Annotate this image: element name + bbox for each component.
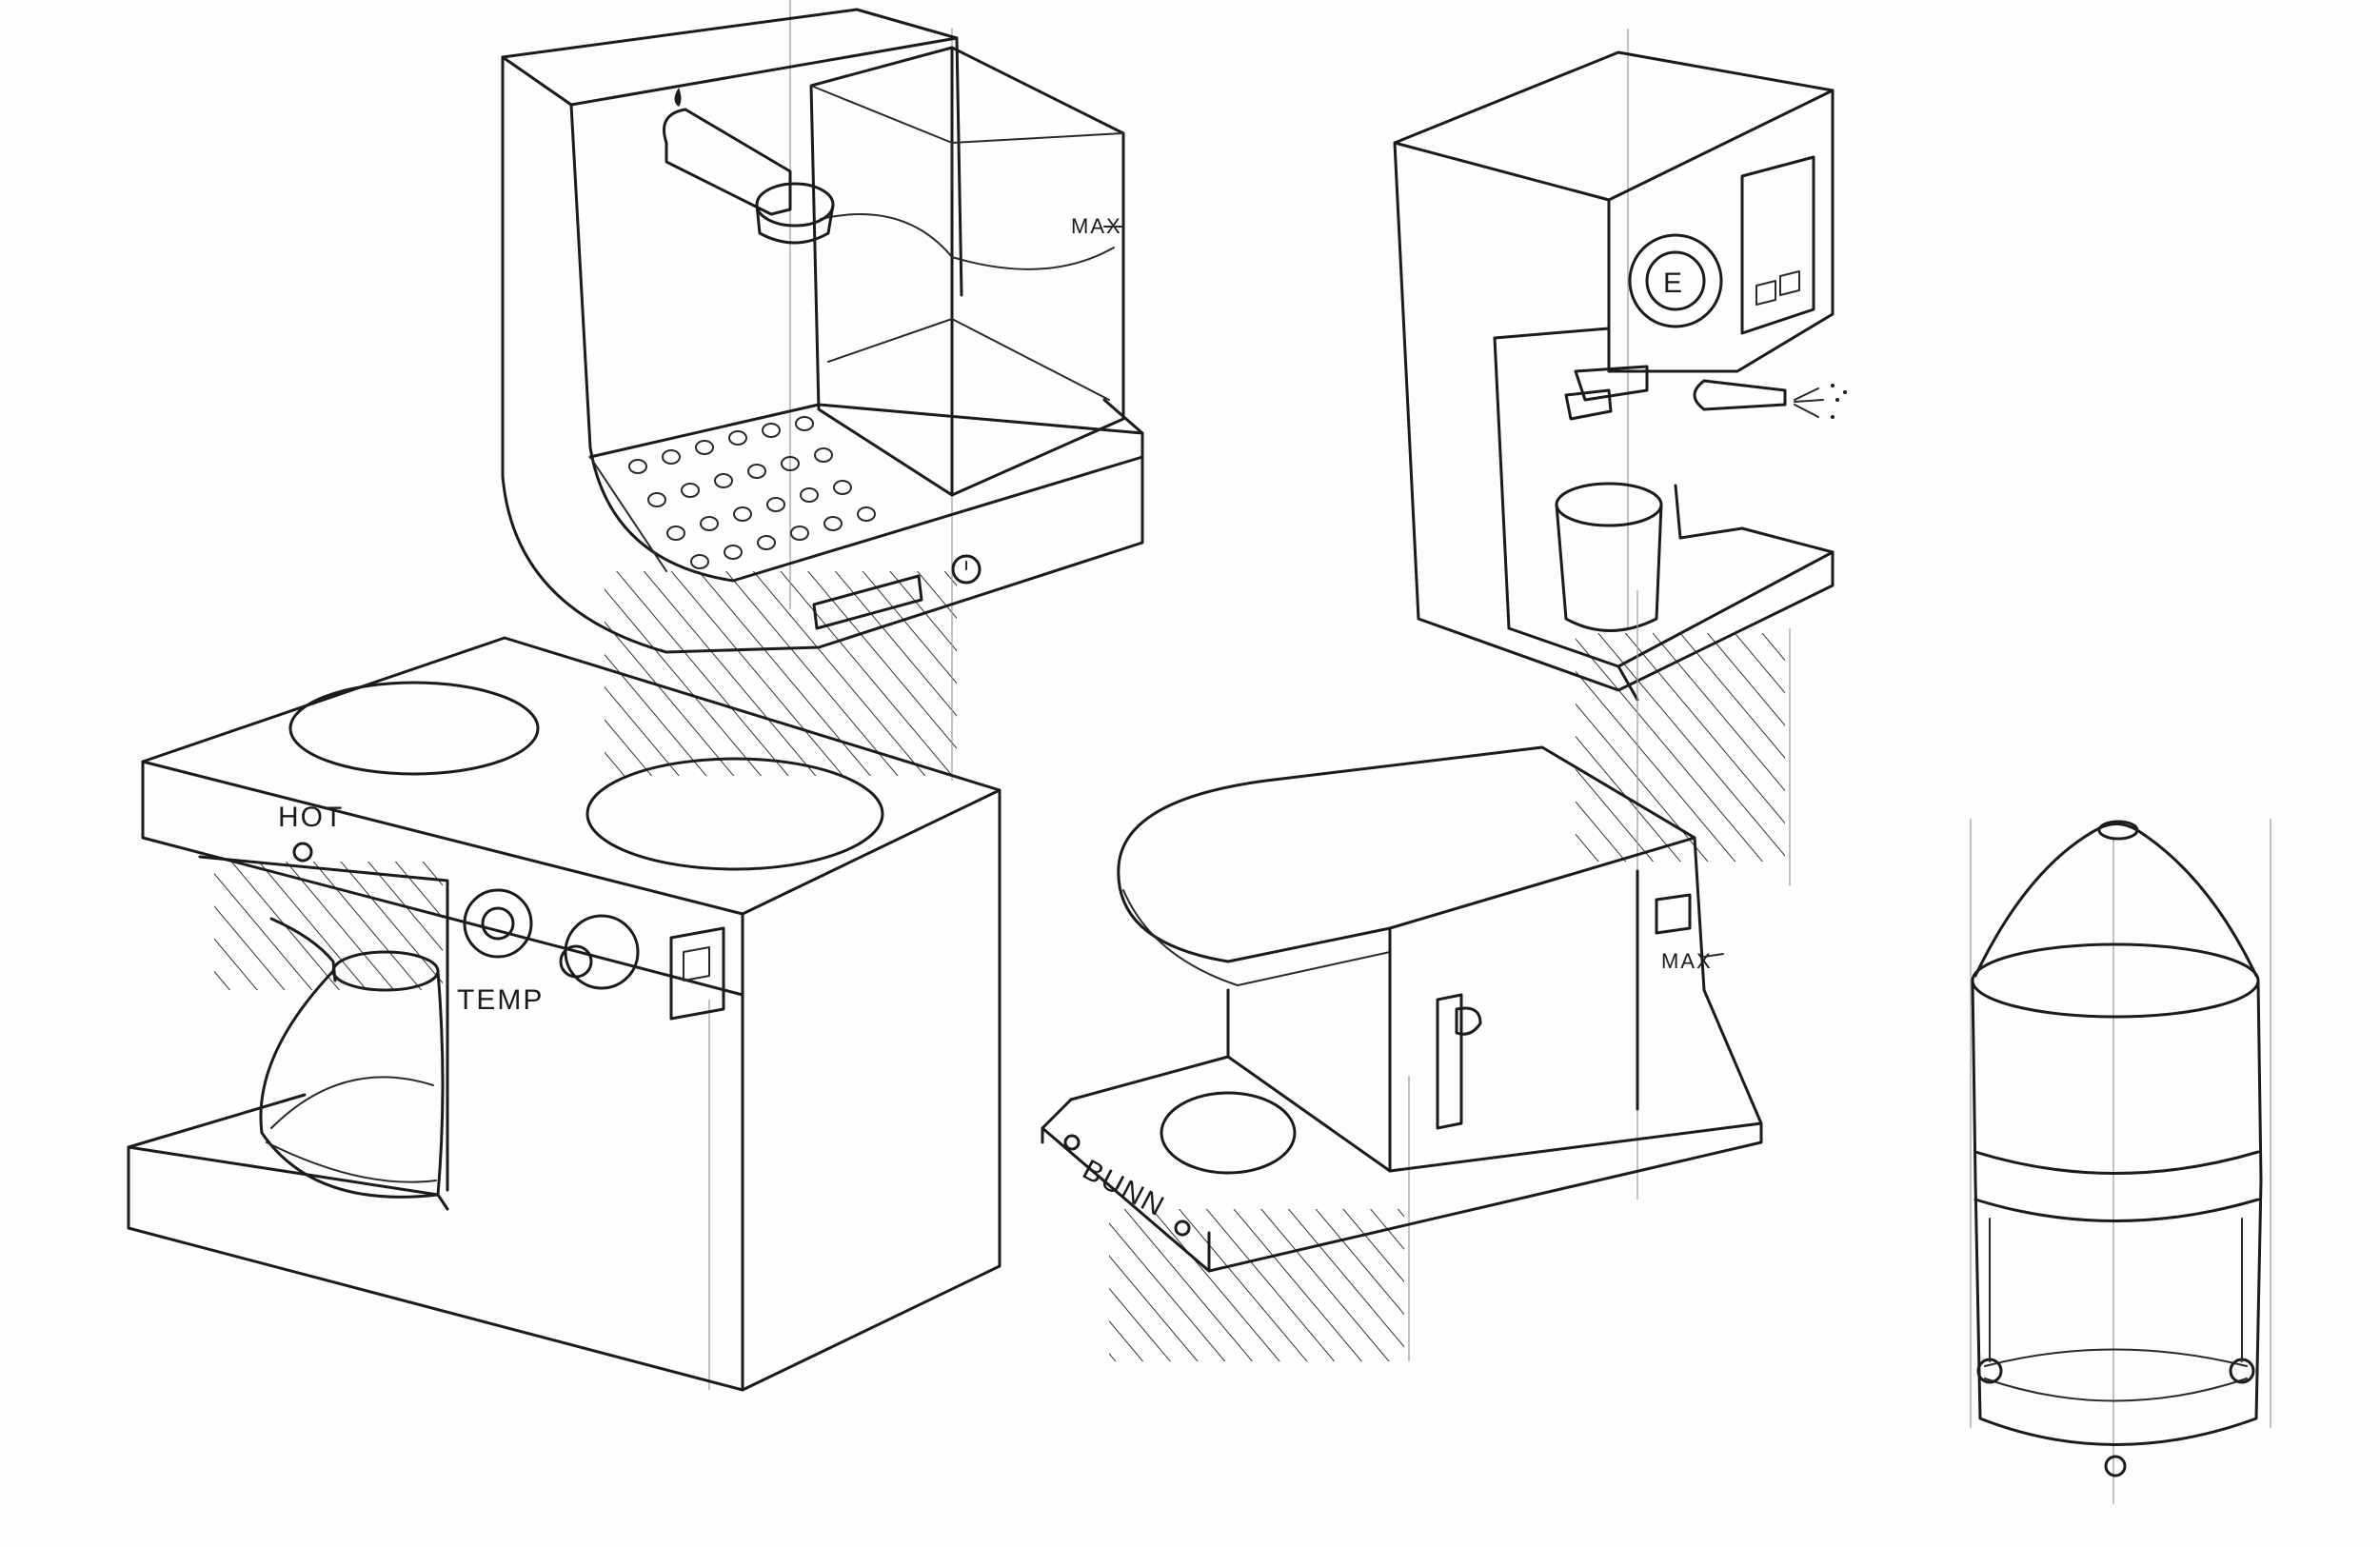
carafe-top-cap (2097, 820, 2139, 841)
pod-cup (1555, 482, 1663, 527)
bunn-sight-gauge (1436, 993, 1463, 1130)
espresso-top (501, 8, 959, 107)
bunn-max-label: MAX (1661, 949, 1713, 973)
hot-indicator-light (292, 842, 313, 863)
pod-shadow (1576, 633, 1785, 862)
bunn-warmer-plate (1160, 1091, 1297, 1175)
carafe (259, 917, 445, 1199)
espresso-power-button[interactable] (951, 554, 982, 585)
brewer-power-switch[interactable] (669, 926, 725, 1021)
drip-tray-grid (628, 416, 876, 569)
bullet-carafe (1970, 819, 2271, 1504)
bunn-screw-left (1063, 1134, 1081, 1151)
carafe-lid-rim (1971, 942, 2260, 1019)
brew-head (755, 182, 835, 228)
pod-dial-symbol: E (1663, 268, 1684, 299)
bunn-screw-right (1174, 1220, 1191, 1237)
water-drop-icon (674, 88, 682, 107)
warmer-plate-2 (585, 757, 884, 871)
espresso-slot (812, 574, 923, 630)
espresso-machine: MAX (501, 0, 1144, 781)
brewer-shadow (214, 862, 443, 990)
pod-dial[interactable] (1628, 233, 1723, 328)
espresso-shadow (605, 571, 957, 776)
twin-warmer-brewer: HOT TEMP (127, 636, 1002, 1392)
pod-display (1740, 155, 1815, 335)
bunn-hood (1117, 745, 1696, 963)
bunn-switch[interactable] (1655, 893, 1692, 935)
bunn-brewer: BUNN MAX (1041, 590, 1763, 1361)
warmer-plate-1 (288, 681, 540, 776)
steam-spray-icon (1794, 384, 1847, 419)
brewer-temp-label: TEMP (457, 984, 544, 1016)
bunn-faucet-handle[interactable] (1455, 1006, 1482, 1036)
bunn-shadow (1109, 1209, 1404, 1361)
temp-knob-1[interactable] (463, 888, 533, 959)
carafe-button[interactable] (2104, 1455, 2127, 1478)
brewer-hot-label: HOT (278, 802, 344, 833)
steam-wand (663, 108, 792, 216)
pod-machine: E (1393, 29, 1847, 885)
